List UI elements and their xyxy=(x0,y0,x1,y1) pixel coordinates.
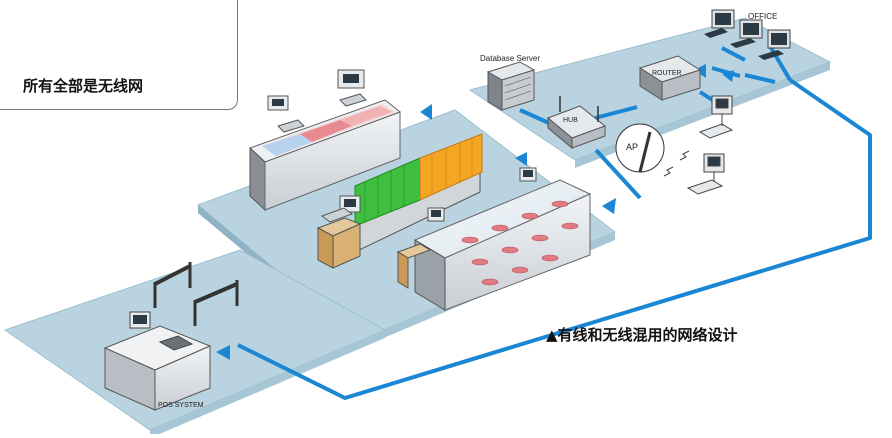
hub-device xyxy=(547,96,607,150)
office-computers xyxy=(704,9,791,60)
pos-system-label: POS SYSTEM xyxy=(158,402,204,409)
pos-counter xyxy=(103,311,212,411)
access-point xyxy=(615,123,665,173)
produce-shelf xyxy=(354,133,483,253)
router-device xyxy=(638,55,702,101)
wireless-scales xyxy=(663,95,734,195)
diagram-caption: ▲有线和无线混用的网络设计 xyxy=(546,326,738,344)
database-server xyxy=(486,61,536,111)
scale-stand xyxy=(316,195,362,269)
inset-caption: 所有全部是无线网 xyxy=(23,77,144,95)
network-cables xyxy=(237,44,872,400)
queue-barriers xyxy=(153,262,239,326)
meat-display-case xyxy=(396,167,592,311)
hub-label: HUB xyxy=(563,117,578,124)
ap-label: AP xyxy=(626,142,639,152)
router-label: ROUTER xyxy=(652,70,682,77)
wireless-inset-panel: 所有全部是无线网 xyxy=(0,0,238,110)
deli-counter xyxy=(249,69,402,212)
office-label: OFFICE xyxy=(748,12,778,21)
database-server-label: Database Server xyxy=(480,54,541,63)
